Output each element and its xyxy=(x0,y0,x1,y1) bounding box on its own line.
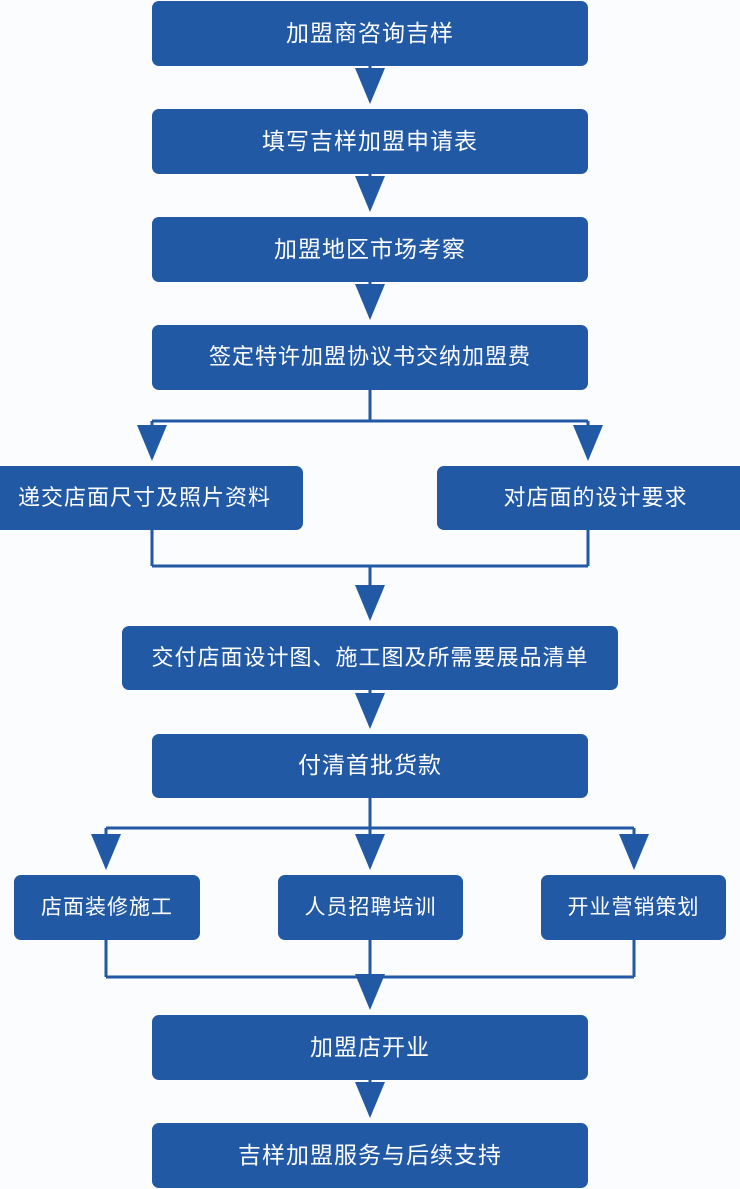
flow-node[interactable]: 开业营销策划 xyxy=(541,875,726,940)
flow-node[interactable]: 对店面的设计要求 xyxy=(437,466,740,530)
flow-node-label: 填写吉样加盟申请表 xyxy=(262,127,478,154)
flow-node-label: 店面装修施工 xyxy=(41,895,173,919)
flow-node-label: 开业营销策划 xyxy=(567,895,700,919)
flow-node[interactable]: 填写吉样加盟申请表 xyxy=(152,109,588,174)
flow-node[interactable]: 人员招聘培训 xyxy=(278,875,463,940)
flow-node[interactable]: 加盟地区市场考察 xyxy=(152,217,588,282)
flow-node-label: 递交店面尺寸及照片资料 xyxy=(17,484,271,510)
flow-node[interactable]: 加盟店开业 xyxy=(152,1015,588,1080)
flow-node-label: 吉样加盟服务与后续支持 xyxy=(238,1141,502,1168)
flow-node-label: 加盟地区市场考察 xyxy=(274,235,466,262)
flow-node-label: 加盟商咨询吉样 xyxy=(286,19,454,46)
flow-node-label: 付清首批货款 xyxy=(298,752,442,779)
flow-node[interactable]: 付清首批货款 xyxy=(152,734,588,798)
flow-node[interactable]: 加盟商咨询吉样 xyxy=(152,1,588,66)
flow-node-label: 交付店面设计图、施工图及所需要展品清单 xyxy=(151,644,589,670)
flow-node-label: 人员招聘培训 xyxy=(304,895,437,919)
flow-node[interactable]: 签定特许加盟协议书交纳加盟费 xyxy=(152,325,588,390)
flow-node[interactable]: 吉样加盟服务与后续支持 xyxy=(152,1123,588,1188)
flow-node-label: 加盟店开业 xyxy=(310,1033,430,1060)
flow-node[interactable]: 店面装修施工 xyxy=(14,875,200,940)
flow-node-label: 对店面的设计要求 xyxy=(503,484,688,510)
flow-node[interactable]: 递交店面尺寸及照片资料 xyxy=(0,466,303,530)
flow-node[interactable]: 交付店面设计图、施工图及所需要展品清单 xyxy=(122,626,618,690)
flow-node-label: 签定特许加盟协议书交纳加盟费 xyxy=(208,344,531,370)
